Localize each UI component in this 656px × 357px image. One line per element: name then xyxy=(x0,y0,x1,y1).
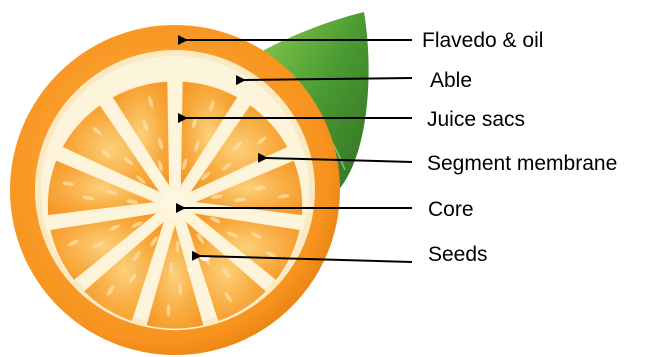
label-flavedo: Flavedo & oil xyxy=(422,29,543,52)
juice-sac-highlight xyxy=(178,283,182,295)
orange-slice xyxy=(10,25,340,355)
label-juice-sacs: Juice sacs xyxy=(427,108,525,131)
label-seeds: Seeds xyxy=(428,243,488,266)
label-segment-membrane: Segment membrane xyxy=(427,152,617,175)
label-core: Core xyxy=(428,198,474,221)
juice-sac-highlight xyxy=(176,241,180,253)
label-albedo: Able xyxy=(430,69,472,92)
core-center xyxy=(161,191,189,219)
seed xyxy=(187,268,193,272)
juice-sac-highlight xyxy=(169,262,173,274)
juice-sac-highlight xyxy=(167,305,171,317)
